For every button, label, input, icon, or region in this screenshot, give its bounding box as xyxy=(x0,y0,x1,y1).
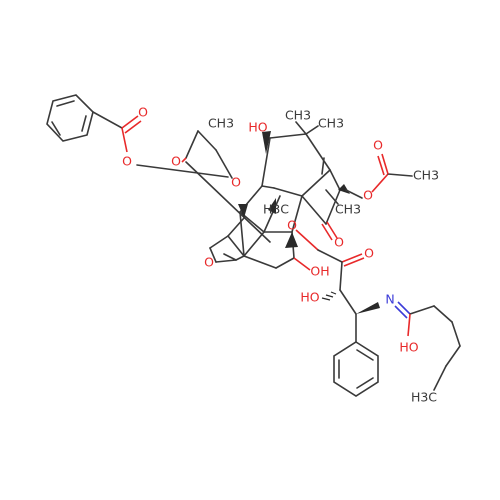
sidechain-ester xyxy=(295,229,365,291)
c19-methyl: H3C xyxy=(263,202,289,217)
wedge-c2 xyxy=(238,204,248,218)
c2p-hydroxyl: HO xyxy=(300,290,319,305)
ring-oxygen: O xyxy=(204,255,214,270)
sidechain-ester-oxygen: O xyxy=(287,218,297,233)
left-acetate-group xyxy=(181,130,271,243)
benzoate-phenyl-ring xyxy=(46,94,94,142)
wedge-c13 xyxy=(338,184,350,194)
gem-dimethyl xyxy=(295,121,319,135)
c8-methyl-bond xyxy=(325,189,339,205)
right-acetate-group xyxy=(345,153,413,199)
imine-hexyl-chain xyxy=(394,301,461,391)
c9-ketone-bond-2 xyxy=(326,221,338,239)
wedge-c1 xyxy=(262,131,271,154)
c7-oh-bond xyxy=(293,257,311,271)
c7-hydroxyl: OH xyxy=(310,264,329,279)
wedge-c7 xyxy=(285,232,298,248)
c8-methyl: CH3 xyxy=(335,202,361,217)
benzoate-carbonyl xyxy=(92,111,142,153)
c9-ketone-oxygen: O xyxy=(334,235,344,250)
left-acetate-methyl: CH3 xyxy=(208,116,234,131)
hexyl-terminal-methyl: H3C xyxy=(411,390,437,405)
wedge-c19 xyxy=(268,198,276,214)
sidechain-backbone xyxy=(321,289,380,343)
imine-hydroxyl: HO xyxy=(399,340,418,355)
c1-hydroxyl: HO xyxy=(248,120,267,135)
imine-nitrogen: N xyxy=(385,292,394,307)
gem-methyl-b: CH3 xyxy=(318,116,344,131)
right-acetate-carbonyl-oxygen: O xyxy=(373,138,383,153)
sidechain-carbonyl-oxygen: O xyxy=(364,246,374,261)
c9-ketone-bond-1 xyxy=(321,223,333,241)
left-acetate-ester-oxygen: O xyxy=(231,175,241,190)
right-acetate-ester-oxygen: O xyxy=(363,188,373,203)
oxetane-ring xyxy=(209,211,245,263)
left-acetate-carbonyl-oxygen: O xyxy=(171,154,181,169)
benzoate-ester-link xyxy=(136,164,229,178)
right-acetate-methyl: CH3 xyxy=(413,168,439,183)
benzoate-carbonyl-oxygen: O xyxy=(138,105,148,120)
taxane-core-bonds xyxy=(223,133,341,269)
benzoate-ester-oxygen: O xyxy=(122,154,132,169)
gem-methyl-a: CH3 xyxy=(285,108,311,123)
sidechain-phenyl-ring xyxy=(333,341,379,397)
